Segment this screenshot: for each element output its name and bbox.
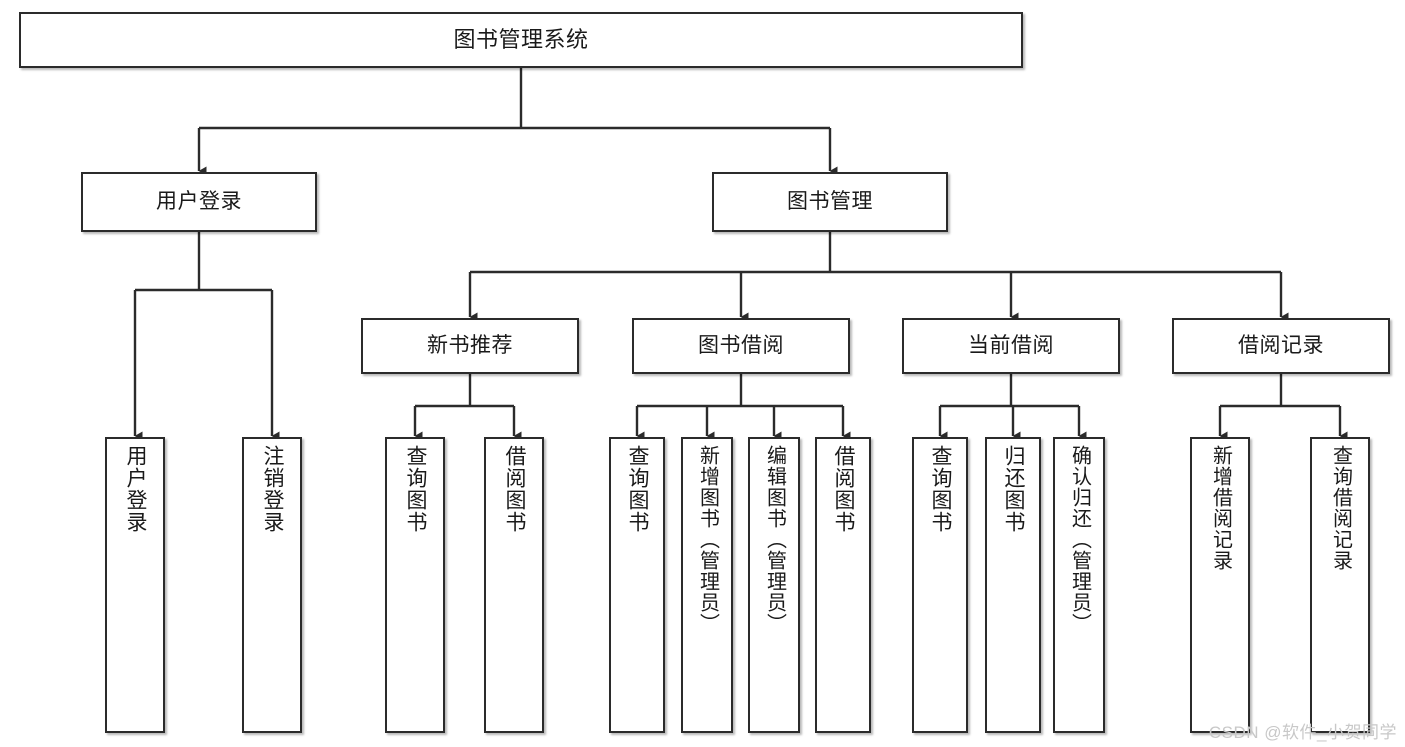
node-leaf-logout[interactable]: 注销登录 (242, 437, 302, 733)
node-root[interactable]: 图书管理系统 (19, 12, 1023, 68)
node-label: 借阅图书 (503, 445, 527, 533)
node-label: 用户登录 (156, 189, 242, 213)
node-leaf-confirm[interactable]: 确认归还（管理员） (1053, 437, 1105, 733)
node-leaf-borrow-2[interactable]: 借阅图书 (815, 437, 871, 733)
node-leaf-return[interactable]: 归还图书 (985, 437, 1041, 733)
node-label: 新增借阅记录 (1209, 445, 1232, 571)
watermark-text: CSDN @软件_小贺同学 (1208, 723, 1397, 742)
node-book-manage[interactable]: 图书管理 (712, 172, 948, 232)
node-book-borrow[interactable]: 图书借阅 (632, 318, 850, 374)
node-label: 查询图书 (626, 445, 650, 533)
node-leaf-query-3[interactable]: 查询图书 (912, 437, 968, 733)
node-label: 归还图书 (1002, 445, 1026, 533)
node-label: 新增图书（管理员） (696, 445, 719, 634)
node-label: 查询图书 (404, 445, 428, 533)
node-label: 新书推荐 (427, 333, 513, 357)
node-label: 查询图书 (929, 445, 953, 533)
node-label: 图书借阅 (698, 333, 784, 357)
node-leaf-add-rec[interactable]: 新增借阅记录 (1190, 437, 1250, 733)
node-label: 图书管理 (787, 189, 873, 213)
node-new-book-rec[interactable]: 新书推荐 (361, 318, 579, 374)
node-user-login[interactable]: 用户登录 (81, 172, 317, 232)
node-leaf-query-1[interactable]: 查询图书 (385, 437, 445, 733)
node-label: 编辑图书（管理员） (763, 445, 786, 634)
edge-group (133, 68, 1348, 441)
node-label: 借阅图书 (832, 445, 856, 533)
node-label: 查询借阅记录 (1329, 445, 1352, 571)
node-label: 当前借阅 (968, 333, 1054, 357)
node-leaf-user-login[interactable]: 用户登录 (105, 437, 165, 733)
node-label: 注销登录 (261, 445, 285, 533)
node-leaf-query-2[interactable]: 查询图书 (609, 437, 665, 733)
node-label: 用户登录 (124, 445, 148, 533)
node-leaf-edit-book[interactable]: 编辑图书（管理员） (748, 437, 800, 733)
node-leaf-query-rec[interactable]: 查询借阅记录 (1310, 437, 1370, 733)
node-current-borrow[interactable]: 当前借阅 (902, 318, 1120, 374)
node-label: 图书管理系统 (453, 27, 589, 53)
node-label: 借阅记录 (1238, 333, 1324, 357)
node-label: 确认归还（管理员） (1068, 445, 1091, 634)
node-leaf-borrow-1[interactable]: 借阅图书 (484, 437, 544, 733)
node-borrow-record[interactable]: 借阅记录 (1172, 318, 1390, 374)
node-leaf-add-book[interactable]: 新增图书（管理员） (681, 437, 733, 733)
